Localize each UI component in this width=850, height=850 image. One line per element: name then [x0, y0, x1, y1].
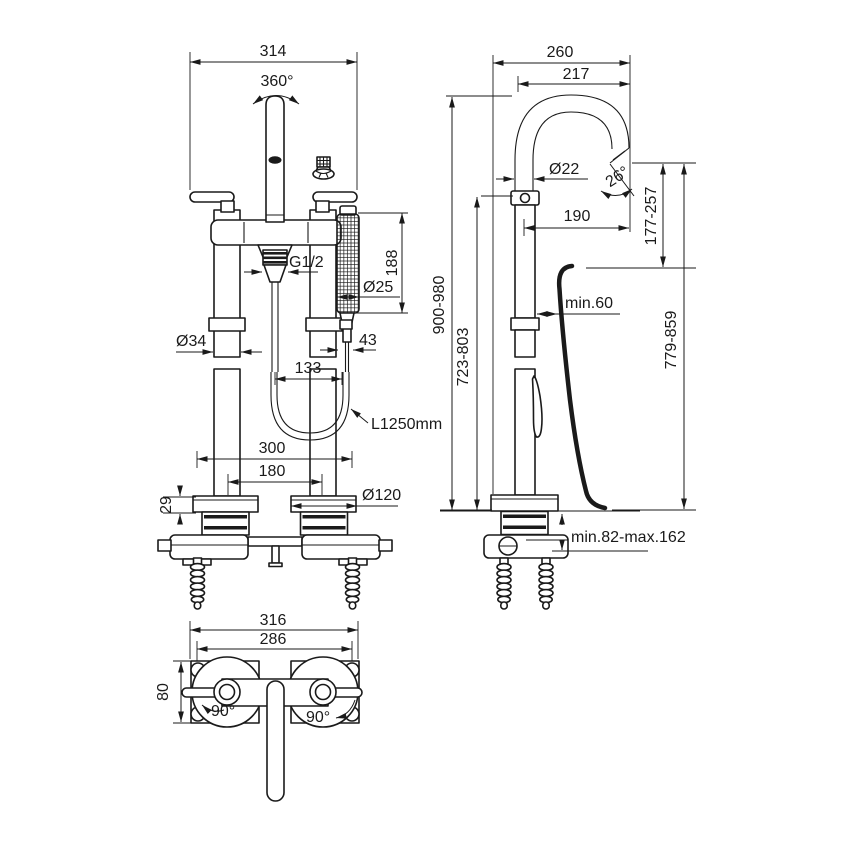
- dim-total-height: 900-980: [431, 276, 448, 335]
- side-fixing-stud: [496, 557, 512, 610]
- dim-overall-depth: 260: [547, 44, 574, 61]
- dim-column-diameter: Ø34: [176, 333, 206, 350]
- hand-shower: [336, 205, 360, 372]
- fixing-stud: [189, 557, 206, 610]
- front-view: 314 360° G1/2 Ø25 188 Ø34 43 133 L1250mm: [157, 43, 442, 610]
- front-dimensions: 314 360° G1/2 Ø25 188 Ø34 43 133 L1250mm: [158, 43, 442, 525]
- dim-handshower-diameter: Ø25: [363, 279, 393, 296]
- dim-floor-fixing-range: min.82-max.162: [571, 529, 686, 546]
- side-dimensions: 260 217 Ø22 26° 190 177-257 900-980 723-…: [431, 44, 696, 552]
- bath-rim-profile: [556, 263, 608, 511]
- dim-spout-reach: 190: [564, 208, 591, 225]
- spout-top: [266, 680, 285, 802]
- gooseneck-spout: [514, 94, 630, 192]
- dim-spout-depth: 217: [563, 66, 590, 83]
- side-fixing-stud: [538, 557, 554, 610]
- top-dimensions: 316 286 80 90° 90°: [155, 612, 359, 726]
- mixer-body: [210, 219, 342, 246]
- right-riser-collar: [305, 317, 343, 332]
- side-plinth: [500, 510, 549, 536]
- side-fixing-bracket: [483, 534, 569, 559]
- side-fixture: [440, 94, 640, 610]
- dim-hose-offset: 43: [359, 332, 377, 349]
- dim-inlet-thread: G1/2: [289, 254, 324, 271]
- shower-hose: [344, 342, 350, 372]
- dim-top-overall-width: 316: [260, 612, 287, 629]
- dim-base-plate-height: 29: [158, 496, 175, 514]
- dim-base-plate-diameter: Ø120: [362, 487, 401, 504]
- side-column: [514, 204, 536, 319]
- dim-handshower-height: 188: [384, 250, 401, 277]
- base-plate-left: [192, 495, 259, 513]
- shower-holder: [339, 319, 353, 330]
- fixing-stud: [344, 557, 361, 610]
- dim-spout-angle: 26°: [603, 164, 633, 191]
- dim-front-overall-width: 314: [260, 43, 287, 60]
- left-handle: [189, 191, 235, 213]
- dim-rim-height: 779-859: [663, 311, 680, 370]
- top-view: 316 286 80 90° 90°: [155, 612, 363, 802]
- dim-spout-swivel: 360°: [260, 73, 293, 90]
- base-plate-right: [290, 495, 357, 513]
- side-view: 260 217 Ø22 26° 190 177-257 900-980 723-…: [431, 44, 696, 610]
- dim-spout-to-rim: 177-257: [643, 187, 660, 246]
- top-fixture: [181, 656, 363, 802]
- front-fixture: [157, 95, 393, 610]
- plinth-right: [299, 511, 349, 536]
- dim-anchor-spacing: 300: [259, 440, 286, 457]
- spout-outlet-mark: [268, 156, 282, 164]
- dim-hose-length: L1250mm: [371, 416, 442, 433]
- dim-fixing-centres: 286: [260, 631, 287, 648]
- hand-shower-side: [531, 375, 543, 438]
- plinth-left: [201, 511, 250, 536]
- shower-hose-loop: [270, 372, 350, 441]
- dim-spout-tube-diameter: Ø22: [549, 161, 579, 178]
- dim-column-spacing: 180: [259, 463, 286, 480]
- side-base-plate: [490, 494, 559, 512]
- right-handle: [312, 191, 358, 213]
- dim-plate-depth: 80: [155, 683, 172, 701]
- dim-rim-clearance: min.60: [565, 295, 613, 312]
- dim-column-height: 723-803: [455, 328, 472, 387]
- outlet-tube: [271, 282, 279, 372]
- dim-right-handle-swing: 90°: [306, 709, 330, 726]
- dim-left-handle-swing: 90°: [211, 703, 235, 720]
- aerator-icon: [312, 156, 335, 180]
- side-column-collar: [510, 317, 540, 331]
- left-riser-collar: [208, 317, 246, 332]
- dim-outlet-spacing: 133: [295, 360, 322, 377]
